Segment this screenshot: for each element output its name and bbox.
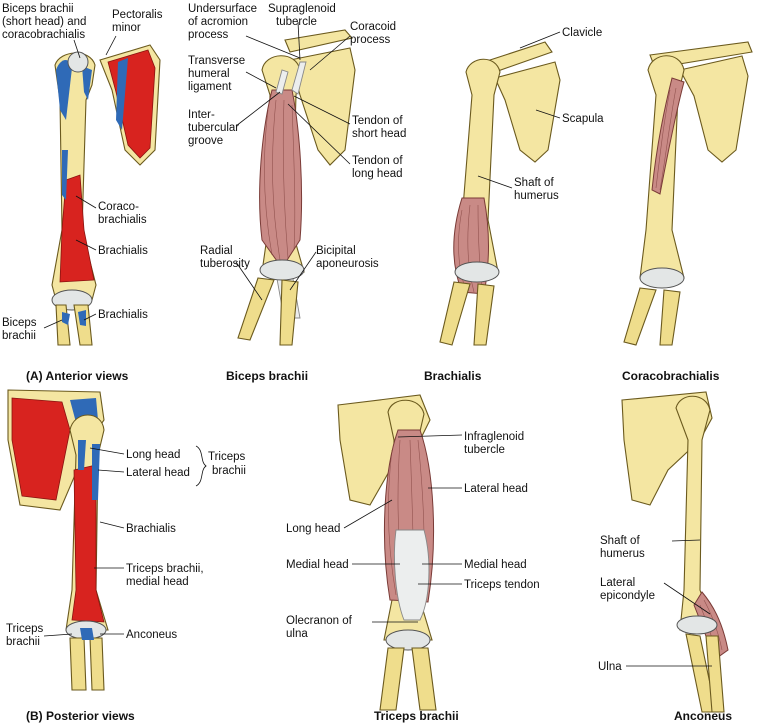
label-lateral-epicondyle: Lateral epicondyle [600,577,655,602]
label-triceps-medial: Triceps brachii, medial head [126,563,207,588]
label-intertubercular: Inter- tubercular groove [188,109,242,147]
label-supraglenoid: Supraglenoid tubercle [268,3,339,28]
label-tendon-long: Tendon of long head [352,155,406,180]
label-radial-tuberosity: Radial tuberosity [200,245,250,270]
caption-posterior: (B) Posterior views [26,709,135,723]
label-shaft-humerus-1: Shaft of humerus [514,177,559,202]
caption-brachialis: Brachialis [424,369,482,383]
label-medial-head-r: Medial head [464,559,527,571]
label-coracoid: Coracoid process [350,21,399,46]
label-tendon-short: Tendon of short head [352,115,406,140]
label-shaft-humerus-2: Shaft of humerus [600,535,645,560]
label-triceps-tendon: Triceps tendon [464,579,540,591]
label-lateral-head-b: Lateral head [126,467,190,479]
label-lateral-head-t: Lateral head [464,483,528,495]
label-brachialis-a1: Brachialis [98,245,148,257]
posterior-attachment-illustration [7,389,109,691]
label-long-head-b: Long head [126,449,180,461]
captions: (A) Anterior views Biceps brachii Brachi… [26,369,732,723]
label-olecranon: Olecranon of ulna [286,615,355,640]
label-medial-head-l: Medial head [286,559,349,571]
label-triceps-b: Triceps brachii [6,623,46,648]
caption-triceps: Triceps brachii [374,709,459,723]
leader-lines [43,21,712,667]
biceps-brachii-illustration [237,29,356,346]
label-biceps-short-head: Biceps brachii (short head) and coracobr… [2,3,90,41]
label-anconeus-b: Anconeus [126,629,177,641]
brachialis-illustration [439,41,561,346]
label-long-head-t: Long head [286,523,340,535]
coracobrachialis-illustration [623,41,753,346]
label-transverse-ligament: Transverse humeral ligament [188,55,248,93]
label-triceps-group: Triceps brachii [208,451,248,477]
label-scapula: Scapula [562,113,604,125]
anterior-attachment-illustration [51,44,161,346]
label-brachialis-b: Brachialis [126,523,176,535]
label-bicipital-aponeurosis: Bicipital aponeurosis [316,245,379,270]
anconeus-illustration [621,391,729,713]
caption-anterior: (A) Anterior views [26,369,129,383]
triceps-brachii-illustration [337,394,437,711]
label-ulna: Ulna [598,661,622,673]
label-coracobrachialis-a: Coraco- brachialis [98,201,147,226]
caption-coracobrachialis: Coracobrachialis [622,369,720,383]
label-undersurface-acromion: Undersurface of acromion process [188,3,260,41]
labels: Biceps brachii (short head) and coracobr… [2,3,655,673]
caption-biceps: Biceps brachii [226,369,308,383]
caption-anconeus: Anconeus [674,709,732,723]
label-pectoralis-minor: Pectoralis minor [112,9,166,34]
label-biceps-a: Biceps brachii [2,317,40,342]
label-clavicle: Clavicle [562,27,602,39]
label-infraglenoid: Infraglenoid tubercle [464,431,527,456]
label-brachialis-a2: Brachialis [98,309,148,321]
